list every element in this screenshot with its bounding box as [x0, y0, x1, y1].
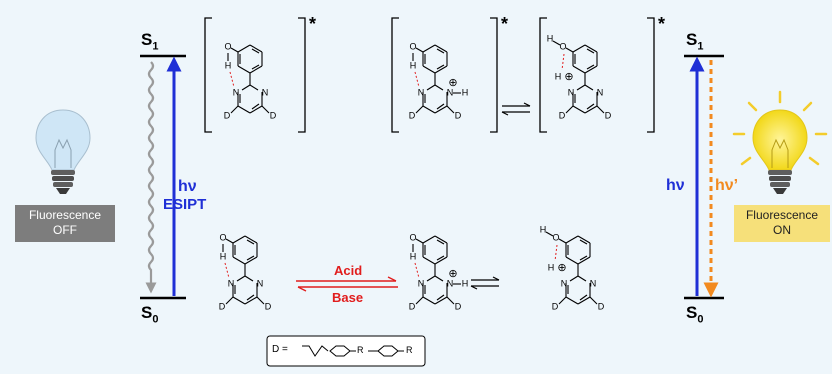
substituent-d: D: [409, 110, 416, 120]
left-arrow-esipt: ESIPT: [163, 196, 207, 213]
excited-mark-3: *: [658, 14, 666, 34]
level-s0-left: S0: [141, 303, 158, 325]
atom-oxygen: O: [219, 232, 226, 242]
lightbulb-on-icon: [732, 90, 828, 194]
badge-line: ON: [773, 223, 791, 237]
nonradiative-decay-arrow: [145, 61, 157, 294]
atom-nitrogen: N: [257, 278, 264, 288]
level-s1-left: S1: [141, 30, 158, 52]
level-sub: 1: [697, 40, 704, 53]
level-main: S: [141, 303, 153, 322]
atom-hydrogen: H: [462, 87, 469, 97]
atom-hydrogen: H: [410, 251, 417, 261]
atom-hydrogen: H: [225, 60, 232, 70]
right-arrow-hv: hν: [666, 177, 685, 194]
right-energy-diagram: [684, 54, 724, 300]
fluorescence-on-badge: Fluorescence ON: [734, 205, 830, 242]
atom-oxygen: O: [224, 41, 231, 51]
atom-nitrogen: N: [597, 87, 604, 97]
atom-hydrogen: H: [410, 60, 417, 70]
level-sub: 0: [697, 313, 704, 326]
excited-brackets: [204, 17, 655, 133]
left-arrow-hv: hν: [178, 178, 197, 195]
substituent-d: D: [270, 110, 277, 120]
substituent-d: D: [552, 301, 559, 311]
atom-oxygen: O: [409, 41, 416, 51]
atom-hydrogen: H: [548, 262, 555, 272]
level-main: S: [686, 30, 698, 49]
excited-mark-2: *: [501, 14, 509, 34]
substituent-d: D: [598, 301, 605, 311]
tautomer-arrows-top: [501, 102, 531, 116]
atom-hydrogen: H: [462, 278, 469, 288]
atom-oxygen: O: [552, 232, 559, 242]
positive-charge: ⊕: [564, 71, 573, 83]
acid-base-arrows: [296, 276, 398, 292]
positive-charge: ⊕: [448, 268, 457, 280]
substituent-legend-box: [266, 335, 426, 367]
atom-nitrogen: N: [418, 278, 425, 288]
substituent-d: D: [455, 110, 462, 120]
atom-nitrogen: N: [447, 278, 454, 288]
badge-line: Fluorescence: [28, 208, 102, 222]
atom-oxygen: O: [559, 41, 566, 51]
atom-hydrogen: H: [547, 33, 554, 43]
atom-nitrogen: N: [262, 87, 269, 97]
level-s0-right: S0: [686, 303, 703, 325]
atom-nitrogen: N: [568, 87, 575, 97]
substituent-d: D: [265, 301, 272, 311]
legend-r1: R: [357, 345, 364, 355]
atom-oxygen: O: [409, 232, 416, 242]
level-sub: 1: [152, 40, 159, 53]
level-s1-right: S1: [686, 30, 703, 52]
acid-label: Acid: [334, 263, 363, 278]
atom-nitrogen: N: [233, 87, 240, 97]
ground-neutral-structure: OH N N D D: [219, 232, 272, 311]
legend-prefix: D =: [272, 344, 288, 355]
substituent-d: D: [224, 110, 231, 120]
positive-charge: ⊕: [448, 77, 457, 89]
level-main: S: [686, 303, 698, 322]
atom-nitrogen: N: [447, 87, 454, 97]
substituent-d: D: [219, 301, 226, 311]
level-sub: 0: [152, 313, 159, 326]
right-arrow-hv-prime: hν’: [715, 177, 739, 194]
atom-nitrogen: N: [561, 278, 568, 288]
fluorescence-off-badge: Fluorescence OFF: [15, 205, 115, 242]
legend-r2: R: [406, 345, 413, 355]
left-energy-diagram: [140, 54, 186, 300]
substituent-d: D: [409, 301, 416, 311]
substituent-d: D: [455, 301, 462, 311]
atom-hydrogen: H: [540, 224, 547, 234]
substituent-d: D: [605, 110, 612, 120]
base-label: Base: [332, 290, 364, 305]
atom-nitrogen: N: [228, 278, 235, 288]
lightbulb-off-icon: [35, 109, 91, 194]
atom-nitrogen: N: [590, 278, 597, 288]
badge-line: Fluorescence: [745, 208, 819, 222]
positive-charge: ⊕: [557, 262, 566, 274]
level-main: S: [141, 30, 153, 49]
substituent-d: D: [559, 110, 566, 120]
atom-nitrogen: N: [418, 87, 425, 97]
tautomer-arrows-bottom: [470, 276, 500, 290]
atom-hydrogen: H: [555, 71, 562, 81]
badge-line: OFF: [53, 223, 77, 237]
excited-mark-1: *: [309, 14, 317, 34]
atom-hydrogen: H: [220, 251, 227, 261]
excited-keto-structure: OH N N D D: [224, 41, 277, 120]
